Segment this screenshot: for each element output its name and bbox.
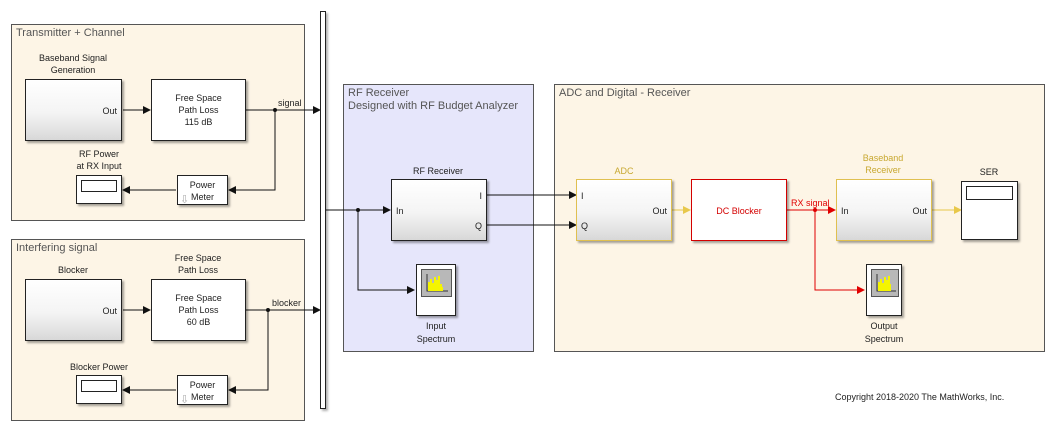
display-readout <box>81 180 117 192</box>
down-arrow-icon: ⇩ <box>180 394 190 406</box>
output-spectrum-label-2: Spectrum <box>864 334 904 344</box>
fspl-blocker-label: Free Space Path Loss <box>174 253 222 275</box>
blocker-power-label: Blocker Power <box>69 362 129 372</box>
out-port: Out <box>912 206 927 216</box>
in-port: In <box>396 206 404 216</box>
display-readout <box>966 186 1013 200</box>
area-title: Transmitter + Channel <box>16 27 125 39</box>
block-text: Power <box>189 380 216 390</box>
q-port: Q <box>474 221 482 231</box>
rx-signal-label: RX signal <box>791 198 830 208</box>
ser-display[interactable] <box>961 181 1018 240</box>
free-space-path-loss-signal-block[interactable]: Free Space Path Loss 115 dB <box>151 79 246 141</box>
down-arrow-icon: ⇩ <box>180 194 190 206</box>
power-meter-block[interactable]: Power Meter ⇩ <box>177 175 228 206</box>
baseband-receiver-block[interactable]: In Out <box>836 179 932 241</box>
area-title: Interfering signal <box>16 242 98 254</box>
i-port: I <box>479 191 482 201</box>
out-port: Out <box>652 206 667 216</box>
input-spectrum-label-1: Input <box>425 321 447 331</box>
out-port: Out <box>102 106 117 116</box>
blocker-signal-label: blocker <box>272 298 302 308</box>
i-port: I <box>581 191 584 201</box>
bus-creator[interactable] <box>320 11 326 409</box>
wire-blocker-to-power-meter <box>228 310 269 394</box>
output-spectrum-analyzer[interactable] <box>866 264 902 316</box>
q-port: Q <box>581 221 589 231</box>
display-readout <box>81 380 117 392</box>
power-meter-block-2[interactable]: Power Meter ⇩ <box>177 375 228 406</box>
spectrum-icon <box>421 269 452 297</box>
rf-power-label: RF Power at RX Input <box>76 149 122 171</box>
wire-signal-to-power-meter <box>228 110 276 194</box>
input-spectrum-label-2: Spectrum <box>416 334 456 344</box>
blocker-label: Blocker <box>57 265 89 275</box>
block-text: Free Space <box>175 293 222 303</box>
adc-label: ADC <box>614 166 634 176</box>
adc-block[interactable]: I Q Out <box>576 179 672 241</box>
area-title: ADC and Digital - Receiver <box>559 87 691 99</box>
baseband-signal-generation-block[interactable]: Out <box>25 79 122 141</box>
signal-label: signal <box>278 98 302 108</box>
rf-receiver-label: RF Receiver <box>412 166 464 176</box>
block-text: 60 dB <box>186 317 211 327</box>
block-text: Meter <box>190 392 214 402</box>
rf-power-display[interactable] <box>76 175 122 204</box>
block-text: Free Space <box>175 93 222 103</box>
out-port: Out <box>102 306 117 316</box>
spectrum-icon <box>871 269 899 297</box>
baseband-receiver-label: Baseband Receiver <box>862 153 904 175</box>
copyright-notice: Copyright 2018-2020 The MathWorks, Inc. <box>835 392 1005 402</box>
block-text: Path Loss <box>178 305 219 315</box>
baseband-gen-label: Baseband Signal Generation <box>38 53 108 75</box>
in-port: In <box>841 206 849 216</box>
blocker-block[interactable]: Out <box>25 279 122 341</box>
input-spectrum-analyzer[interactable] <box>416 264 456 316</box>
wire-to-output-spectrum <box>814 210 865 294</box>
area-title: RF Receiver Designed with RF Budget Anal… <box>348 87 518 112</box>
block-text: Meter <box>190 192 214 202</box>
dc-blocker-block[interactable]: DC Blocker <box>691 179 787 241</box>
rf-receiver-block[interactable]: In I Q <box>391 179 487 241</box>
block-text: 115 dB <box>184 117 213 127</box>
ser-label: SER <box>979 167 999 177</box>
block-text: Path Loss <box>178 105 219 115</box>
block-text: DC Blocker <box>716 206 762 216</box>
free-space-path-loss-blocker-block[interactable]: Free Space Path Loss 60 dB <box>151 279 246 341</box>
blocker-power-display[interactable] <box>76 375 122 404</box>
wire-to-input-spectrum <box>357 210 415 294</box>
output-spectrum-label-1: Output <box>870 321 898 331</box>
block-text: Power <box>189 180 216 190</box>
